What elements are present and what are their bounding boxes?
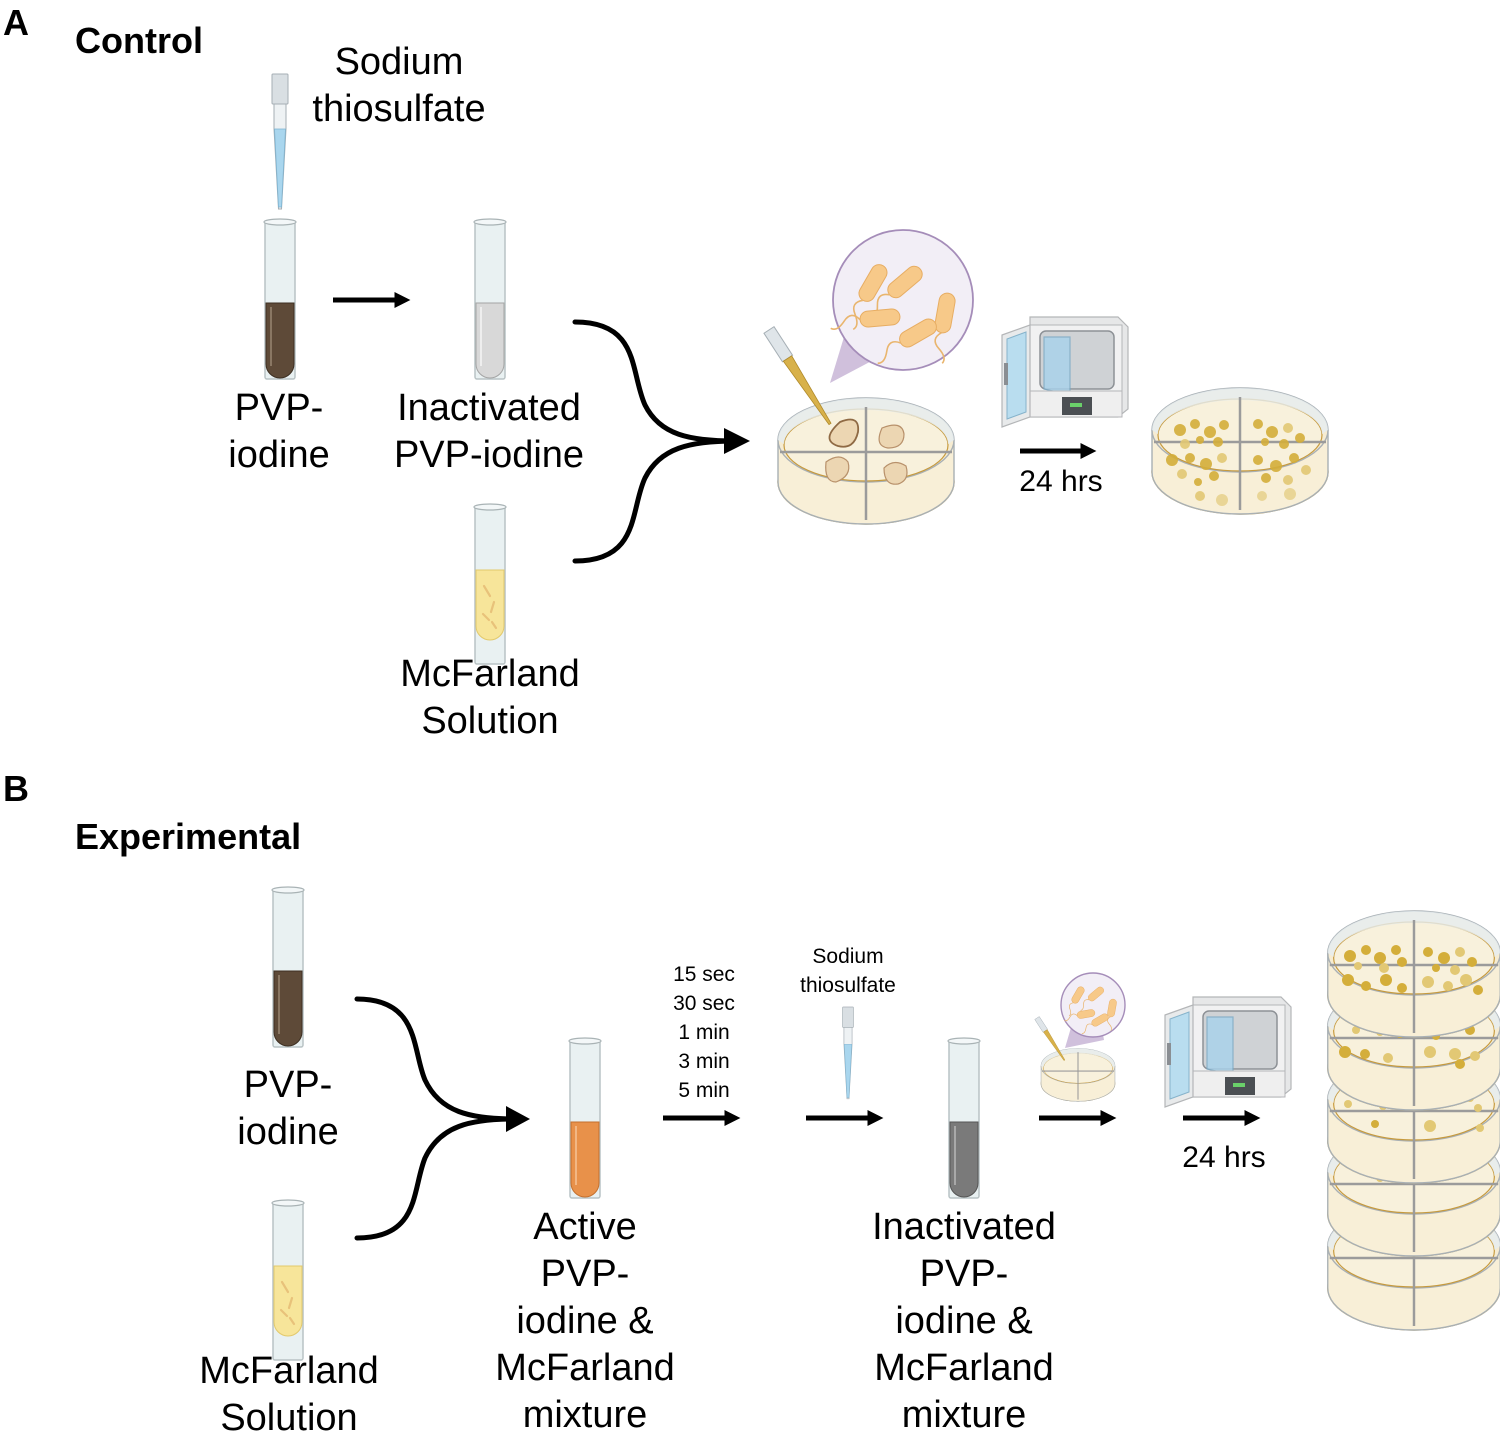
panel-a-title: Control: [75, 20, 203, 61]
petri-dish-colonies-icon: [1150, 386, 1330, 516]
pipette-thiosulfate-b-icon: [842, 1006, 854, 1100]
panel-letter-a: A: [3, 2, 29, 43]
merge-arrow-a: [572, 319, 738, 564]
petri-dish-inoculation-b-icon: [1034, 972, 1126, 1102]
pipette-thiosulfate-icon: [271, 73, 289, 210]
label-thiosulfate-a: Sodium thiosulfate: [312, 41, 486, 130]
panel-b-title: Experimental: [75, 816, 302, 857]
label-active-mix: Active PVP- iodine & McFarland mixture: [495, 1206, 675, 1436]
tube-active-mix-icon: [568, 1037, 602, 1199]
label-mcfarland-a: McFarland Solution: [400, 653, 580, 742]
label-time-points: 15 sec 30 sec 1 min 3 min 5 min: [673, 963, 735, 1102]
tube-pvp-iodine-b-icon: [271, 886, 305, 1048]
incubator-b-icon: [1164, 996, 1292, 1108]
label-incubation-a: 24 hrs: [1019, 465, 1103, 498]
tube-inactivated-icon: [473, 218, 507, 380]
label-inactivated-mix: Inactivated PVP- iodine & McFarland mixt…: [872, 1206, 1056, 1436]
label-mcfarland-b: McFarland Solution: [199, 1350, 379, 1439]
petri-dish-inoculation-icon: [763, 229, 974, 526]
result-plates-stack: [1326, 909, 1500, 1332]
tube-inactivated-mix-icon: [947, 1037, 981, 1199]
label-pvp-iodine-a: PVP- iodine: [228, 387, 330, 476]
label-pvp-iodine-b: PVP- iodine: [237, 1064, 339, 1153]
merge-arrow-b: [354, 996, 518, 1241]
tube-mcfarland-icon: [473, 503, 507, 665]
tube-pvp-iodine-icon: [263, 218, 297, 380]
label-inactivated-a: Inactivated PVP-iodine: [393, 387, 585, 476]
label-incubation-b: 24 hrs: [1182, 1141, 1266, 1174]
incubator-icon: [1001, 316, 1129, 428]
result-plate-heavy-1: [1326, 909, 1500, 1039]
label-thiosulfate-b: Sodium thiosulfate: [800, 945, 896, 997]
panel-letter-b: B: [3, 768, 29, 809]
tube-mcfarland-b-icon: [271, 1199, 305, 1361]
